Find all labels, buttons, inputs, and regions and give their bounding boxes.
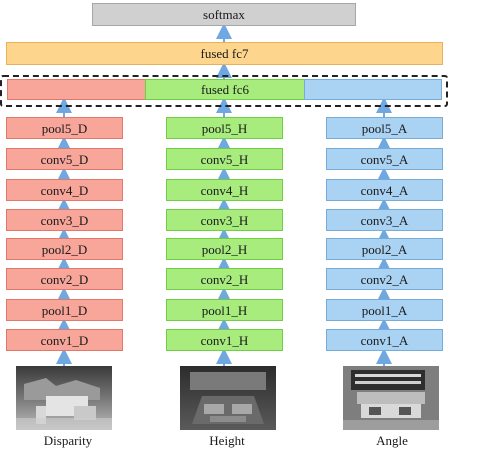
fused-fc6-label: fused fc6 xyxy=(200,81,249,97)
layer-conv3-d: conv3_D xyxy=(6,209,123,231)
layer-conv5-h: conv5_H xyxy=(166,148,283,170)
layer-label: conv1_A xyxy=(360,332,409,348)
caption-angle: Angle xyxy=(376,433,408,448)
fused-fc7-label: fused fc7 xyxy=(200,46,249,61)
layer-pool2-d: pool2_D xyxy=(6,238,123,260)
layer-conv1-h: conv1_H xyxy=(166,329,283,351)
fused-fc6-frame xyxy=(0,75,448,107)
layer-conv4-h: conv4_H xyxy=(166,179,283,201)
height-image xyxy=(180,366,276,430)
layer-label: pool2_A xyxy=(361,241,408,257)
layer-pool1-h: pool1_H xyxy=(166,299,283,321)
layer-pool5-a: pool5_A xyxy=(326,117,443,139)
layer-conv3-a: conv3_A xyxy=(326,209,443,231)
layer-label: conv1_D xyxy=(40,332,89,348)
layer-pool1-a: pool1_A xyxy=(326,299,443,321)
layer-label: pool5_H xyxy=(201,120,248,136)
layer-label: pool1_D xyxy=(41,302,88,318)
softmax-layer: softmax xyxy=(92,3,356,26)
layer-conv5-a: conv5_A xyxy=(326,148,443,170)
layer-conv5-d: conv5_D xyxy=(6,148,123,170)
layer-pool1-d: pool1_D xyxy=(6,299,123,321)
layer-label: conv4_A xyxy=(360,182,409,198)
layer-label: pool2_H xyxy=(201,241,248,257)
layer-label: conv1_H xyxy=(200,332,249,348)
fused-fc7-layer: fused fc7 xyxy=(6,42,443,65)
layer-pool2-h: pool2_H xyxy=(166,238,283,260)
layer-conv1-d: conv1_D xyxy=(6,329,123,351)
layer-label: conv5_H xyxy=(200,151,249,167)
layer-conv2-d: conv2_D xyxy=(6,268,123,290)
layer-conv2-h: conv2_H xyxy=(166,268,283,290)
layer-label: conv5_A xyxy=(360,151,409,167)
layer-label: conv2_H xyxy=(200,271,249,287)
layer-label: pool1_H xyxy=(201,302,248,318)
fc6-disparity-segment xyxy=(7,79,146,100)
angle-image xyxy=(343,366,439,430)
layer-conv2-a: conv2_A xyxy=(326,268,443,290)
layer-label: pool5_A xyxy=(361,120,408,136)
layer-label: pool2_D xyxy=(41,241,88,257)
layer-label: conv3_D xyxy=(40,212,89,228)
layer-label: conv5_D xyxy=(40,151,89,167)
layer-conv3-h: conv3_H xyxy=(166,209,283,231)
softmax-label: softmax xyxy=(203,7,245,22)
layer-label: conv3_H xyxy=(200,212,249,228)
layer-label: conv2_D xyxy=(40,271,89,287)
layer-label: conv4_H xyxy=(200,182,249,198)
layer-label: pool1_A xyxy=(361,302,408,318)
layer-label: conv3_A xyxy=(360,212,409,228)
layer-pool5-h: pool5_H xyxy=(166,117,283,139)
layer-pool5-d: pool5_D xyxy=(6,117,123,139)
layer-conv4-d: conv4_D xyxy=(6,179,123,201)
layer-conv4-a: conv4_A xyxy=(326,179,443,201)
fc6-angle-segment xyxy=(304,79,442,100)
layer-conv1-a: conv1_A xyxy=(326,329,443,351)
layer-label: conv2_A xyxy=(360,271,409,287)
caption-height: Height xyxy=(209,433,245,448)
fc6-height-segment: fused fc6 xyxy=(145,79,305,100)
disparity-image xyxy=(16,366,112,430)
layer-label: conv4_D xyxy=(40,182,89,198)
layer-pool2-a: pool2_A xyxy=(326,238,443,260)
layer-label: pool5_D xyxy=(41,120,88,136)
caption-disparity: Disparity xyxy=(43,433,93,448)
